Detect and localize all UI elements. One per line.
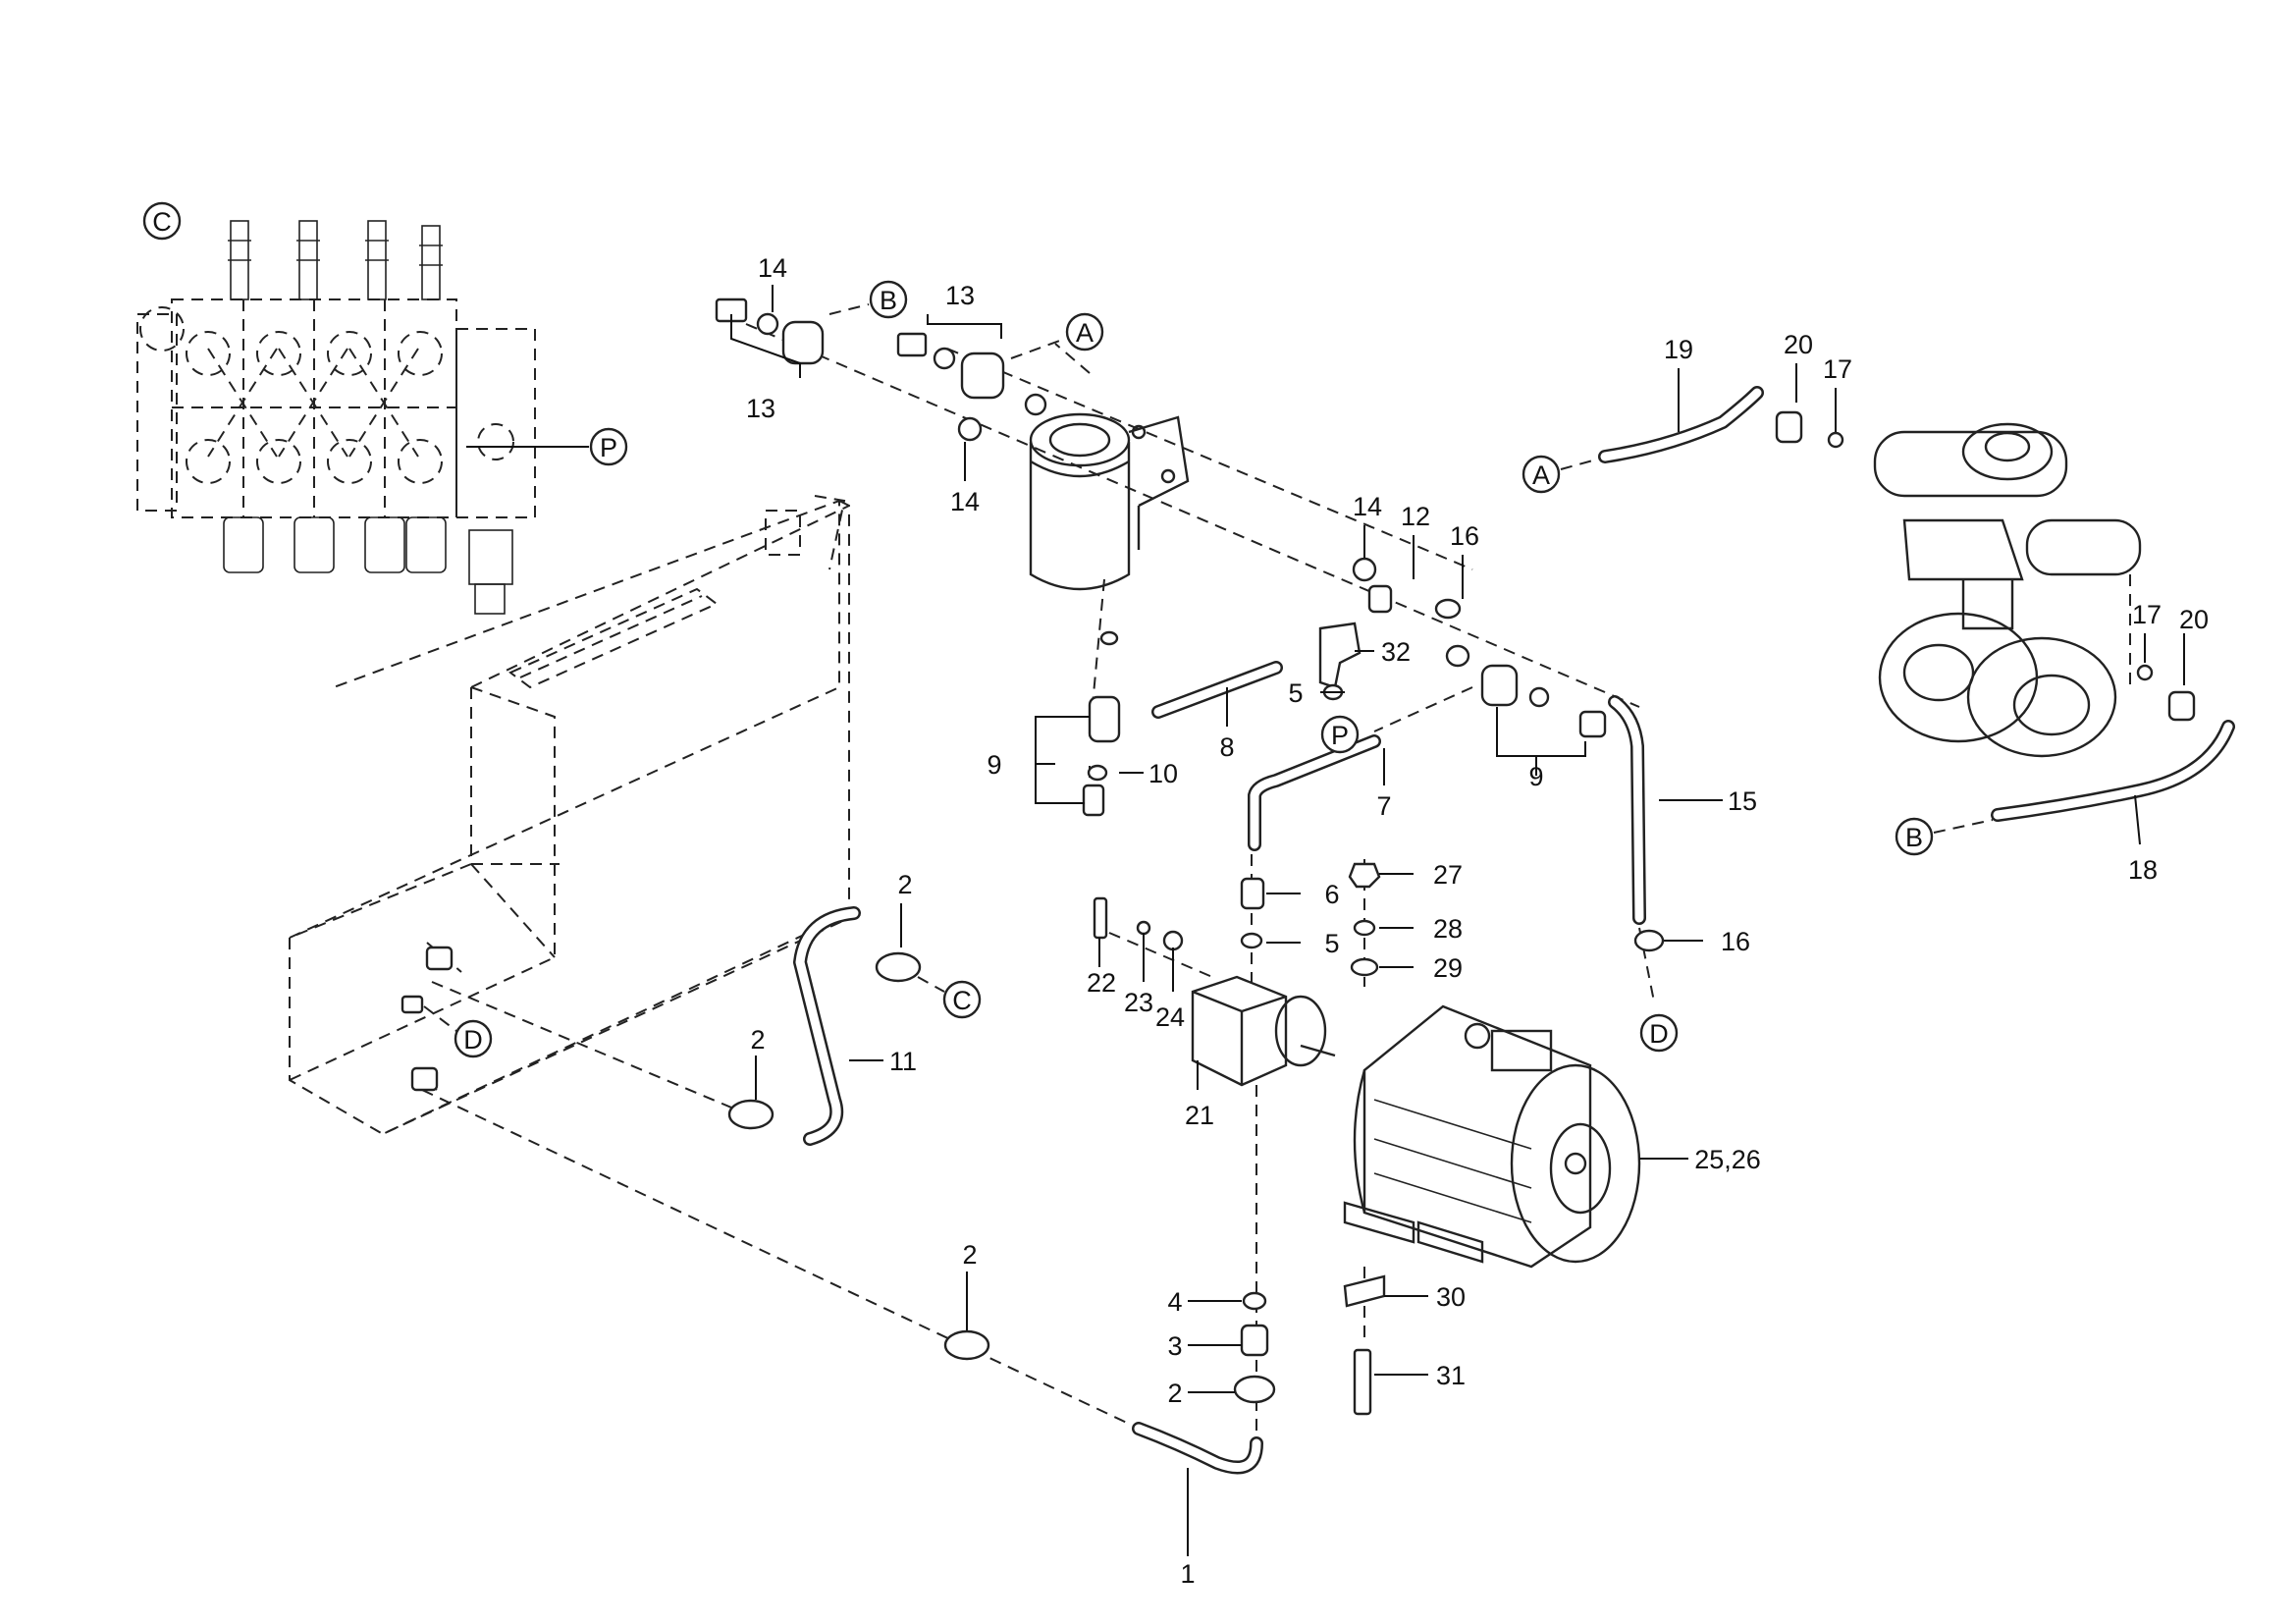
svg-text:A: A: [1076, 318, 1094, 348]
electric-motor: [1343, 1004, 1641, 1269]
part-label: 22: [1087, 968, 1116, 998]
svg-text:P: P: [1331, 721, 1349, 750]
svg-text:C: C: [152, 207, 172, 237]
part-label: 21: [1185, 1101, 1214, 1130]
part-label: 13: [746, 394, 775, 423]
part-label: 9: [987, 750, 1001, 780]
marker-b-right: B: [1895, 817, 1994, 856]
part-label: 2: [750, 1025, 765, 1055]
part-label: 30: [1436, 1282, 1466, 1312]
hydraulic-pump: [1191, 975, 1336, 1087]
marker-a-top: A: [1010, 312, 1104, 359]
part-label: 14: [1353, 492, 1382, 521]
part-label: 5: [1288, 678, 1303, 708]
part-label: 4: [1167, 1287, 1182, 1317]
part-label: 14: [950, 487, 980, 516]
part-label: 5: [1324, 929, 1339, 958]
leader-lines: [466, 285, 2185, 1556]
marker-c-valve: C: [142, 201, 182, 241]
part-label: 16: [1450, 521, 1479, 551]
part-label: 6: [1324, 880, 1339, 909]
dashed-flow-lines: [421, 323, 2131, 1438]
part-label: 2: [1167, 1379, 1182, 1408]
svg-text:C: C: [952, 986, 972, 1015]
control-valve-block: [136, 220, 536, 615]
part-label: 16: [1721, 927, 1750, 956]
part-label: 19: [1664, 335, 1693, 364]
part-label: 7: [1376, 791, 1391, 821]
part-label: 2: [962, 1240, 977, 1270]
part-label: 28: [1433, 914, 1463, 944]
part-label: 15: [1728, 786, 1757, 816]
part-label: 32: [1381, 637, 1411, 667]
svg-text:P: P: [600, 433, 617, 462]
svg-text:B: B: [880, 286, 897, 315]
part-label: 25,26: [1694, 1145, 1761, 1174]
part-label: 17: [2132, 600, 2162, 629]
part-label: 31: [1436, 1361, 1466, 1390]
svg-text:A: A: [1532, 460, 1550, 490]
part-label: 3: [1167, 1331, 1182, 1361]
part-label: 13: [945, 281, 975, 310]
part-label: 14: [758, 253, 787, 283]
part-label: 24: [1155, 1002, 1185, 1032]
part-label: 9: [1528, 762, 1543, 791]
svg-text:B: B: [1905, 823, 1923, 852]
part-label: 2: [897, 870, 912, 899]
marker-a-right: A: [1522, 455, 1601, 494]
part-label: 20: [2179, 605, 2209, 634]
fittings: [400, 298, 2196, 1416]
brake-cylinder-assembly: [1873, 422, 2142, 758]
marker-p-middle: P: [1320, 715, 1360, 754]
marker-b-top: B: [828, 280, 908, 319]
connection-markers: C P B A A P B: [142, 201, 1994, 1058]
marker-c-hose: C: [917, 976, 982, 1019]
steering-unit: [1029, 412, 1190, 591]
part-label: 8: [1219, 732, 1234, 762]
marker-d-tank: D: [423, 1005, 493, 1058]
hydraulic-tank: [289, 495, 850, 1136]
svg-text:D: D: [463, 1025, 483, 1055]
part-labels: 14 13 13 14 19 20 17 14 12 16 32 5 9 10 …: [746, 253, 2209, 1589]
part-label: 1: [1180, 1559, 1195, 1589]
marker-d-hose: D: [1639, 1013, 1679, 1053]
svg-text:D: D: [1649, 1019, 1669, 1049]
part-label: 18: [2128, 855, 2158, 885]
part-label: 11: [889, 1047, 917, 1076]
part-label: 17: [1823, 354, 1852, 384]
part-label: 10: [1148, 759, 1178, 788]
part-label: 20: [1784, 330, 1813, 359]
part-label: 27: [1433, 860, 1463, 890]
part-label: 23: [1124, 988, 1153, 1017]
hoses: [793, 386, 2235, 1475]
part-label: 12: [1401, 502, 1430, 531]
marker-p-valve: P: [589, 427, 628, 466]
part-label: 29: [1433, 953, 1463, 983]
